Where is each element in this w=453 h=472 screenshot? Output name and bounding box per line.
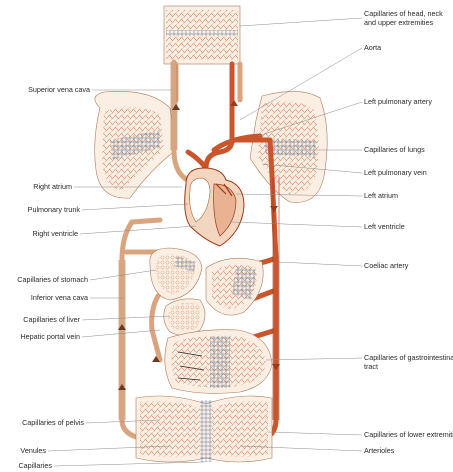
label-left-ventricle: Left ventricle	[364, 222, 405, 231]
label-left-pulmonary-artery: Left pulmonary artery	[364, 97, 432, 106]
coeliac-capillary-bed	[205, 257, 264, 316]
label-arterioles: Arterioles	[364, 446, 395, 455]
left-lung-capillaries	[249, 91, 328, 203]
label-capillaries-of-lungs: Capillaries of lungs	[364, 145, 425, 154]
label-superior-vena-cava: Superior vena cava	[28, 85, 90, 94]
label-pulmonary-trunk: Pulmonary trunk	[27, 205, 80, 214]
liver-capillaries	[163, 298, 206, 336]
label-right-atrium: Right atrium	[33, 182, 72, 191]
lower-capillaries	[135, 395, 273, 463]
label-aorta: Aorta	[364, 43, 382, 52]
label-coeliac-artery: Coeliac artery	[364, 261, 409, 270]
label-hepatic-portal-vein: Hepatic portal vein	[20, 332, 80, 341]
right-lung-capillaries	[94, 91, 177, 199]
label-inferior-vena-cava: Inferior vena cava	[30, 293, 88, 302]
stomach-capillaries	[149, 247, 203, 301]
label-capillaries-lower-extremities: Capillaries of lower extremities	[364, 430, 453, 439]
label-capillaries-of-pelvis: Capillaries of pelvis	[22, 418, 84, 427]
head-capillary-bed	[163, 5, 241, 65]
leaders-left	[47, 89, 205, 467]
gi-capillaries	[164, 329, 273, 394]
heart	[184, 167, 245, 247]
label-right-ventricle: Right ventricle	[32, 229, 78, 238]
label-capillaries-gi-line2: tract	[364, 362, 378, 371]
label-left-atrium: Left atrium	[364, 191, 398, 200]
leaders-right	[231, 17, 363, 452]
label-capillaries-head-line1: Capillaries of head, neck	[364, 9, 443, 18]
flow-arrows	[118, 100, 280, 390]
label-capillaries-head-line2: and upper extremities	[364, 18, 434, 27]
label-venules: Venules	[20, 446, 46, 455]
artery-outlines	[272, 178, 280, 420]
label-left-pulmonary-vein: Left pulmonary vein	[364, 168, 427, 177]
label-capillaries: Capillaries	[18, 461, 52, 470]
label-capillaries-gi-line1: Capillaries of gastrointestinal	[364, 353, 453, 362]
label-capillaries-of-stomach: Capillaries of stomach	[17, 275, 88, 284]
label-capillaries-of-liver: Capillaries of liver	[23, 315, 80, 324]
